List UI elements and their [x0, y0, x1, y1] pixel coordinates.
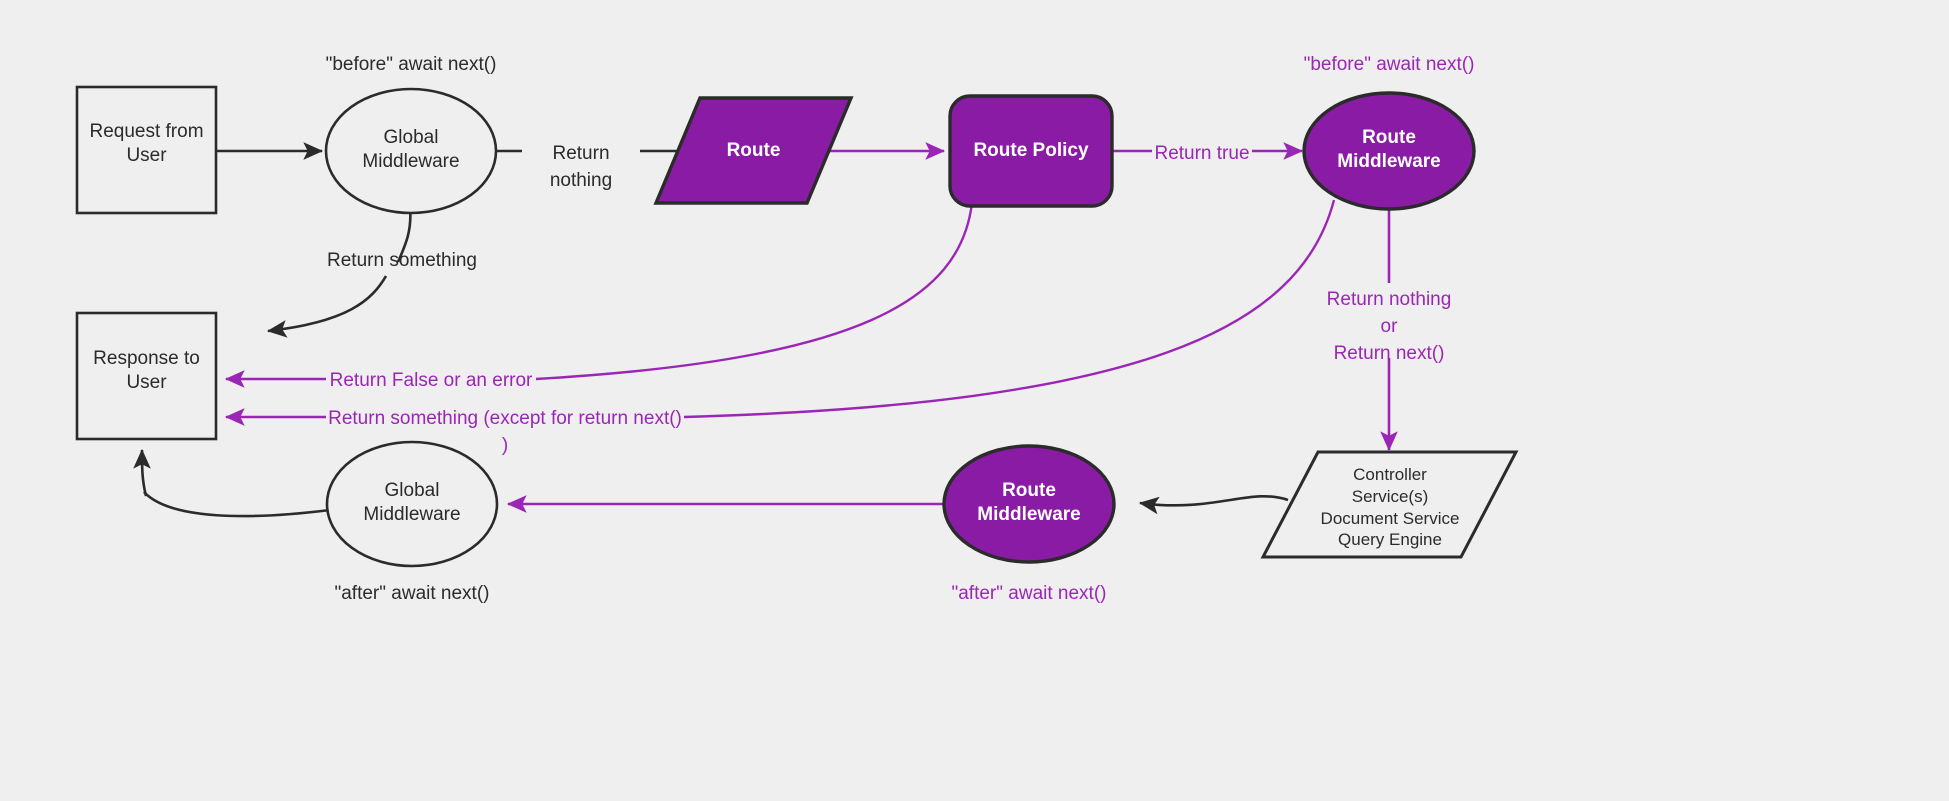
node-route-middleware-bottom: [942, 444, 1116, 564]
node-route-middleware-top: [1302, 91, 1476, 211]
edge-label-return-false-or-error: Return False or an error: [329, 370, 533, 391]
annotation-after-await-next-route: "after" await next(): [951, 583, 1107, 604]
annotation-before-await-next-global: "before" await next(): [325, 54, 497, 75]
node-request-from-user: [75, 85, 218, 215]
node-route-policy: [948, 94, 1114, 208]
node-global-middleware-bottom: [325, 440, 499, 568]
edge-label-return-nothing: Return nothing: [549, 143, 613, 191]
edge-global-middleware-bottom-to-response: [133, 448, 331, 518]
edge-label-return-something: Return something: [327, 250, 477, 271]
edge-label-return-nothing-or-next: Return nothing or Return next(): [1326, 289, 1452, 364]
edge-label-return-true: Return true: [1154, 143, 1250, 164]
edge-label-return-something-except-next: Return something (except for return next…: [328, 408, 682, 456]
edge-controller-to-route-middleware: [1138, 495, 1289, 515]
edge-route-middleware-return-something: [224, 199, 1336, 426]
node-controller-stack: [1260, 450, 1519, 559]
edge-route-policy-return-false: [224, 202, 974, 388]
node-global-middleware-top: [324, 87, 498, 215]
annotation-before-await-next-route: "before" await next(): [1303, 54, 1475, 75]
annotation-after-await-next-global: "after" await next(): [334, 583, 490, 604]
node-response-to-user: [75, 311, 218, 441]
node-route: [653, 96, 854, 205]
